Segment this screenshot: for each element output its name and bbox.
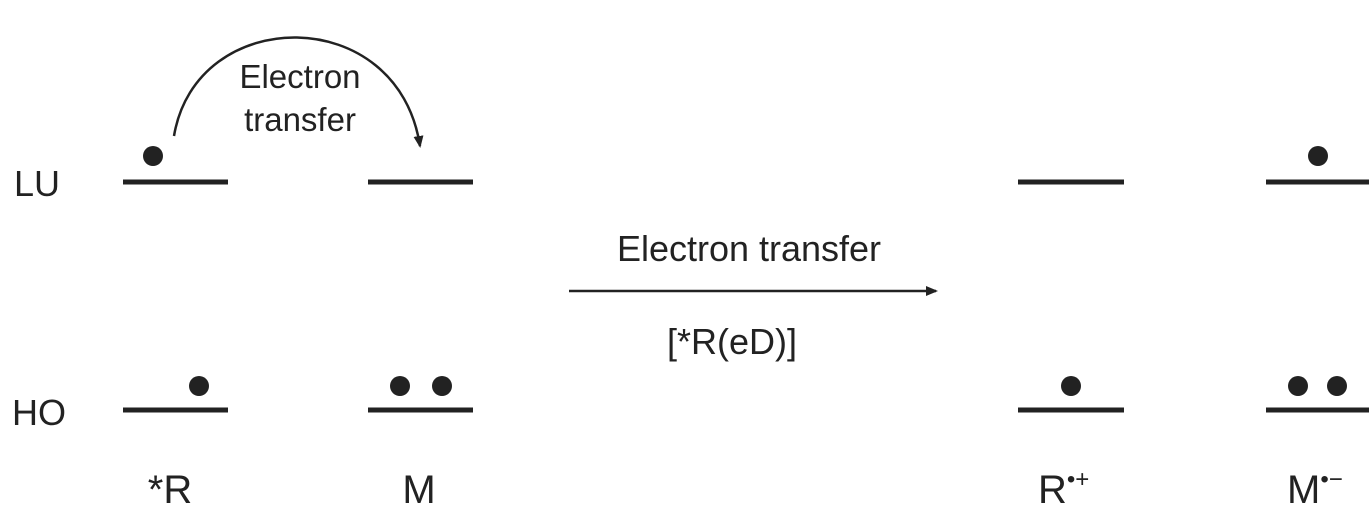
m-anion-ho-electron-1 <box>1288 376 1308 396</box>
m-anion-superscript: •− <box>1320 466 1342 493</box>
r-cation-label: R•+ <box>1038 466 1089 507</box>
lu-level-label: LU <box>14 163 60 204</box>
m-anion-lu-electron <box>1308 146 1328 166</box>
curved-transfer-arrow <box>172 36 424 148</box>
m-anion-ho-electron-2 <box>1327 376 1347 396</box>
ho-level-label: HO <box>12 392 66 433</box>
m-anion-base: M <box>1287 468 1320 507</box>
m-label: M <box>402 468 435 507</box>
r-cation-superscript: •+ <box>1067 466 1089 493</box>
curved-arrow-label-line1: Electron <box>239 58 360 95</box>
m-ho-electron-1 <box>390 376 410 396</box>
m-anion-label: M•− <box>1287 466 1343 507</box>
reaction-arrow-label-above: Electron transfer <box>617 228 881 269</box>
reaction-arrow-label-below: [*R(eD)] <box>667 321 797 362</box>
r-cation-ho-electron <box>1061 376 1081 396</box>
r-excited-lu-electron <box>143 146 163 166</box>
r-cation-base: R <box>1038 468 1067 507</box>
curved-arrow-label-line2: transfer <box>244 101 356 138</box>
r-excited-ho-electron <box>189 376 209 396</box>
r-excited-label: *R <box>148 468 192 507</box>
m-ho-electron-2 <box>432 376 452 396</box>
